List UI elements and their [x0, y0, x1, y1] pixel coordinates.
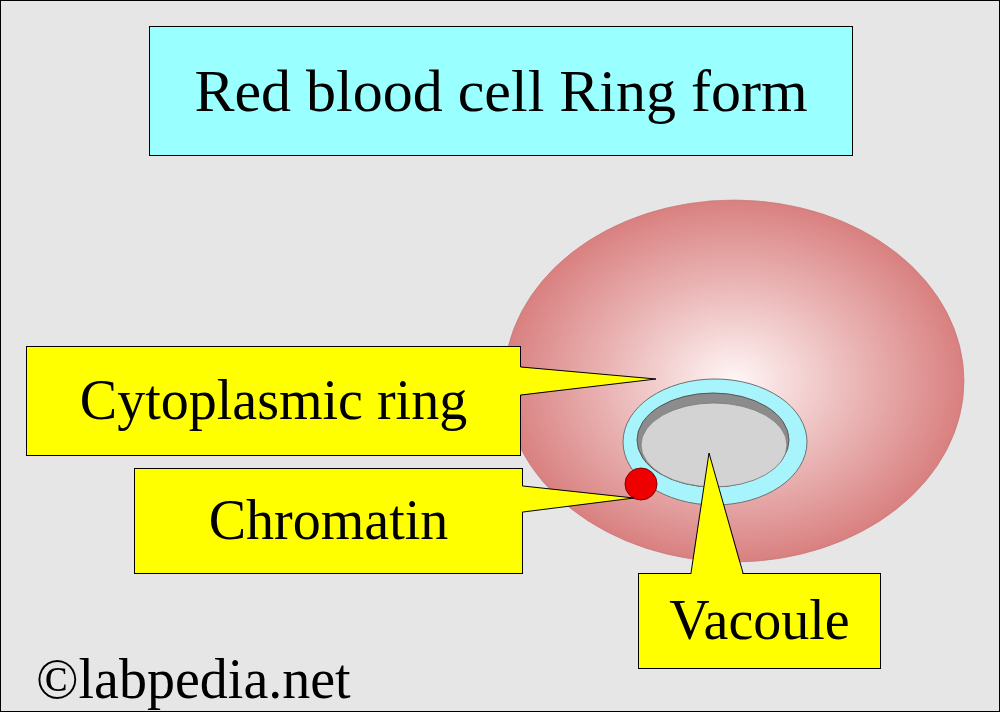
- cytoplasmic-ring: [623, 379, 807, 505]
- callout-text: Chromatin: [209, 490, 449, 552]
- diagram-title: Red blood cell Ring form: [194, 58, 807, 124]
- callout-pointer-fill: [518, 367, 656, 395]
- callout-pointer: [523, 486, 634, 512]
- copyright-label: ©labpedia.net: [36, 651, 351, 707]
- callout-box: Vacoule: [638, 573, 881, 669]
- vacuole-rim: [637, 393, 789, 487]
- callout-pointer-fill: [520, 486, 634, 512]
- red-blood-cell: [504, 200, 964, 562]
- callout-pointer: [691, 453, 743, 573]
- title-box: Red blood cell Ring form: [149, 26, 853, 156]
- callout-box: Cytoplasmic ring: [26, 346, 521, 456]
- callout-text: Cytoplasmic ring: [80, 370, 467, 432]
- callout-pointer: [521, 367, 656, 395]
- callout-pointer-fill: [691, 453, 743, 576]
- callout-text: Vacoule: [669, 590, 849, 652]
- callout-box: Chromatin: [134, 468, 523, 574]
- chromatin-dot: [625, 468, 657, 500]
- vacuole: [641, 403, 787, 487]
